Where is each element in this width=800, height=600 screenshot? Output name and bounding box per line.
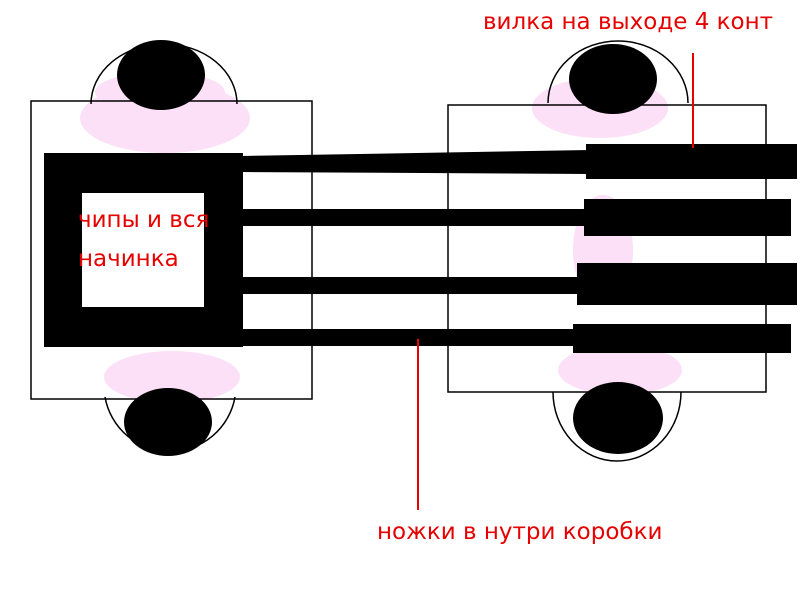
- highlight-blob-bottom-right: [558, 345, 682, 395]
- leg-2: [241, 209, 586, 226]
- plug-pin-3: [577, 263, 797, 305]
- chip-block-window: [82, 193, 204, 307]
- chip-block: [44, 153, 243, 347]
- leg-4: [241, 329, 576, 346]
- chips-label-line-2: начинка: [78, 246, 179, 272]
- leg-3: [241, 277, 581, 294]
- plug-pin-2: [584, 199, 791, 236]
- plug-label: вилка на выходе 4 конт: [483, 9, 773, 35]
- right-box: [447, 40, 767, 462]
- highlight-blob-bottom-left: [104, 351, 240, 403]
- leg-1: [241, 150, 590, 174]
- right-box-bottom-ear: [552, 391, 682, 462]
- right-box-top-hole: [569, 44, 657, 114]
- legs-label: ножки в нутри коробки: [377, 519, 662, 545]
- chips-label-line-1: чипы и вся: [78, 207, 209, 233]
- plug-pin-1: [586, 144, 797, 179]
- internal-legs: [241, 150, 590, 346]
- plug-pins: [573, 144, 797, 353]
- left-box-bottom-hole: [124, 388, 212, 456]
- right-box-top-ear: [547, 40, 689, 104]
- right-box-bottom-hole: [573, 382, 663, 454]
- left-box-top-hole: [117, 40, 205, 110]
- chips-label: чипы и вся начинка: [78, 207, 217, 272]
- left-box: [30, 40, 313, 456]
- plug-pin-4: [573, 324, 791, 353]
